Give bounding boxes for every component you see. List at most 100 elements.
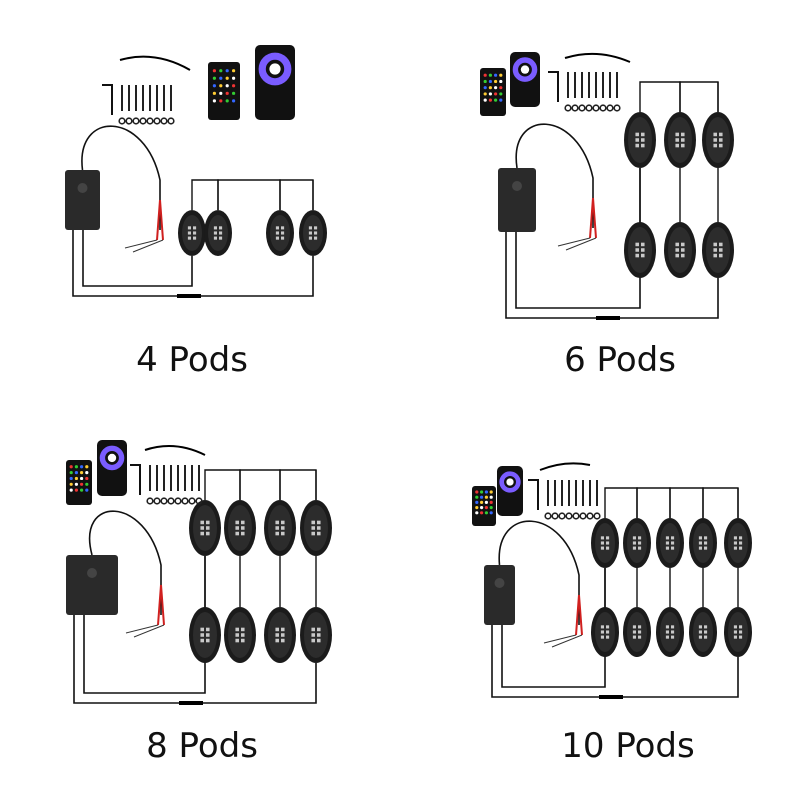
washer (593, 512, 601, 520)
led-chip (193, 226, 197, 230)
led-chip (638, 536, 642, 540)
remote-button (489, 506, 493, 510)
led-chip (314, 231, 318, 235)
led-chip (281, 526, 285, 530)
remote-button (232, 84, 236, 88)
led-pod-lens (228, 612, 252, 658)
control-box (65, 170, 100, 230)
led-chip (213, 226, 217, 230)
led-chip (213, 231, 217, 235)
led-chip (219, 226, 223, 230)
pod-link-wire (279, 179, 314, 210)
led-chip (275, 531, 279, 536)
led-pod-lens (208, 215, 228, 251)
led-chip (641, 253, 645, 258)
hex-key (548, 71, 559, 102)
washer (565, 512, 573, 520)
led-chip (314, 226, 318, 230)
led-chip (206, 520, 210, 525)
remote-button (489, 500, 493, 504)
led-chip (713, 253, 717, 258)
pod-link-wire (636, 487, 671, 518)
power-wire (81, 125, 161, 230)
led-chip (308, 226, 312, 230)
led-chip (713, 143, 717, 148)
led-chip (719, 138, 723, 142)
led-chip (635, 132, 639, 137)
remote-button (232, 76, 236, 80)
led-pod-lens (193, 505, 217, 551)
led-chip (275, 638, 279, 643)
led-chip (600, 625, 604, 629)
led-chip (739, 541, 743, 545)
washer (160, 497, 168, 505)
washer (153, 497, 161, 505)
remote-button (212, 99, 216, 103)
led-chip (704, 541, 708, 545)
led-chip (704, 635, 708, 639)
led-chip (713, 138, 717, 142)
led-chip (719, 132, 723, 137)
led-chip (311, 638, 315, 643)
power-lead-tips (124, 239, 164, 253)
remote-button (488, 92, 492, 96)
power-wire (515, 123, 594, 228)
washer (118, 117, 126, 125)
control-box (66, 555, 118, 615)
led-chip (193, 236, 197, 240)
extension-cable (144, 445, 206, 456)
led-chip (739, 635, 743, 639)
led-chip (681, 248, 685, 252)
red-power-lead (157, 584, 165, 626)
led-pod-lens (627, 612, 647, 652)
remote-button (80, 471, 84, 475)
led-chip (317, 520, 321, 525)
led-chip (671, 630, 675, 634)
remote-button (225, 76, 229, 80)
led-chip (275, 520, 279, 525)
led-chip (275, 226, 279, 230)
led-chip (638, 630, 642, 634)
pod-main-wire (501, 568, 606, 688)
remote-button (225, 69, 229, 73)
remote-button (74, 488, 78, 492)
washer (544, 512, 552, 520)
power-lead-tips (557, 237, 597, 251)
red-power-lead (575, 594, 583, 636)
led-chip (317, 531, 321, 536)
led-chip (241, 526, 245, 530)
led-chip (308, 231, 312, 235)
remote-button (499, 73, 503, 77)
led-chip (681, 253, 685, 258)
power-lead-tips (543, 634, 583, 648)
remote-button (85, 476, 89, 481)
led-pod-lens (304, 612, 328, 658)
led-chip (632, 536, 636, 540)
remote-button (488, 79, 492, 84)
led-chip (665, 546, 669, 550)
hex-key (102, 84, 113, 115)
washer (551, 512, 559, 520)
remote-button (69, 471, 73, 475)
remote-button (69, 488, 73, 492)
control-box (498, 168, 536, 232)
wire-connector (599, 695, 623, 699)
remote-button (475, 506, 479, 510)
led-chip (606, 630, 610, 634)
washer (585, 104, 593, 112)
led-chip (665, 635, 669, 639)
led-chip (733, 536, 737, 540)
led-chip (600, 536, 604, 540)
led-chip (665, 536, 669, 540)
remote-button (494, 92, 498, 96)
led-chip (275, 231, 279, 235)
led-pod-lens (668, 227, 692, 273)
remote-button (85, 482, 89, 486)
remote-button (475, 511, 479, 515)
led-chip (206, 638, 210, 643)
power-wire (89, 510, 162, 615)
remote-button (80, 482, 84, 486)
pod-link-wire (204, 469, 241, 500)
color-wheel-icon (499, 471, 521, 493)
led-chip (317, 526, 321, 530)
